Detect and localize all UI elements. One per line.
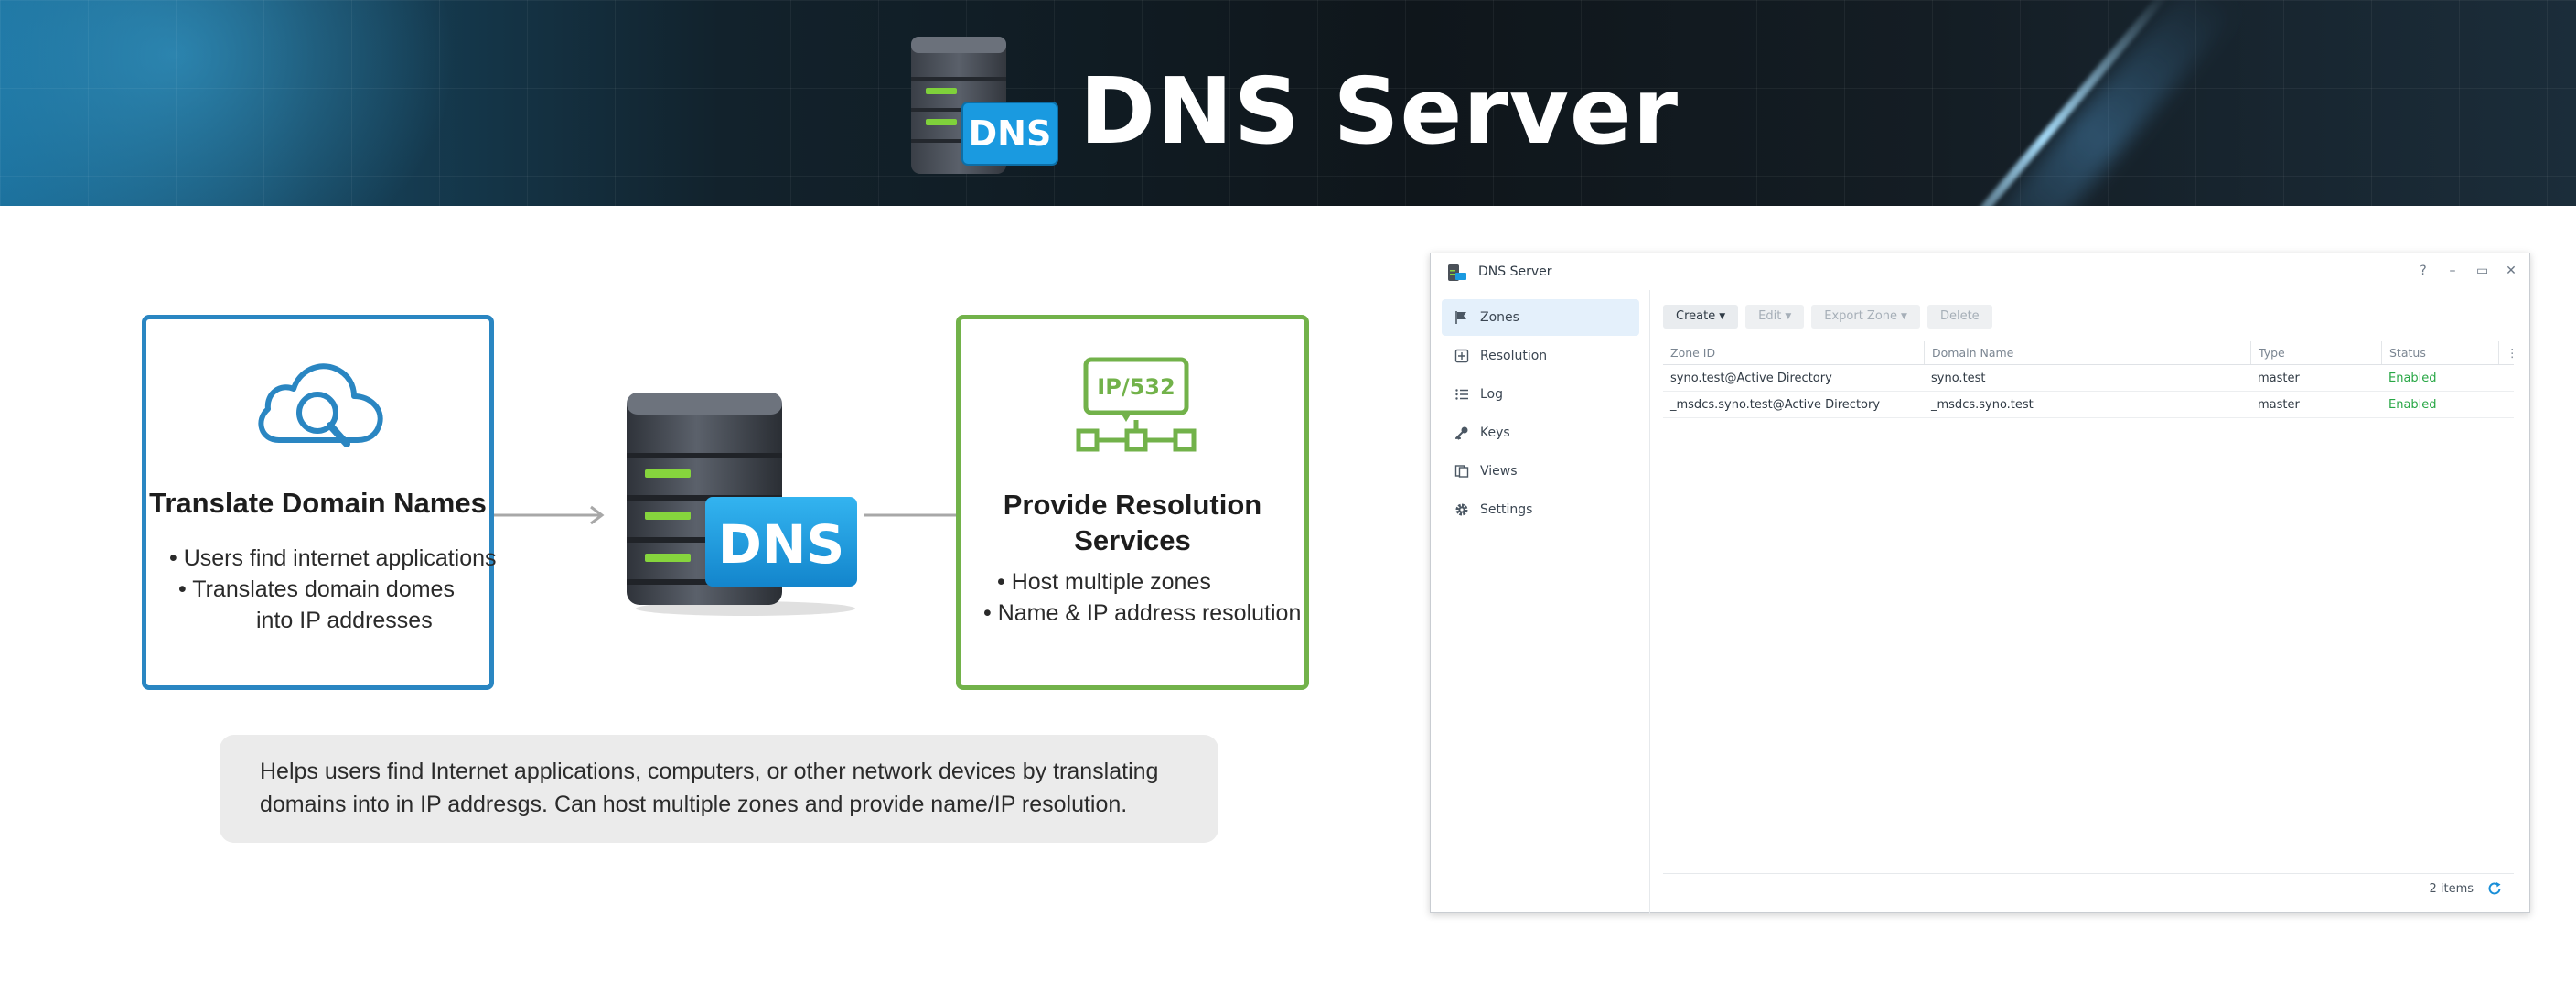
views-icon bbox=[1454, 464, 1469, 479]
column-header-domain-name[interactable]: Domain Name bbox=[1924, 341, 2250, 364]
gear-icon bbox=[1454, 502, 1469, 517]
sidebar-item-label: Zones bbox=[1480, 310, 1519, 325]
header-banner: DNS DNS Server bbox=[0, 0, 2576, 206]
translate-bullets: • Users find internet applications • Tra… bbox=[165, 543, 497, 636]
banner-logo-badge: DNS bbox=[969, 113, 1052, 154]
column-header-zone-id[interactable]: Zone ID bbox=[1670, 346, 1716, 360]
minimize-button[interactable]: – bbox=[2449, 264, 2456, 278]
sidebar-item-zones[interactable]: Zones bbox=[1442, 299, 1639, 336]
arrow-right-icon bbox=[494, 505, 605, 525]
bullet-item-continuation: into IP addresses bbox=[256, 608, 433, 633]
delete-button[interactable]: Delete bbox=[1927, 305, 1992, 329]
bullet-item: • Users find internet applications bbox=[169, 545, 497, 571]
table-footer: 2 items bbox=[1663, 873, 2514, 904]
connector-line bbox=[864, 513, 956, 517]
table-header: Zone ID Domain Name Type Status ⋮ bbox=[1663, 341, 2514, 365]
sidebar-item-views[interactable]: Views bbox=[1442, 453, 1639, 490]
zones-table: Zone ID Domain Name Type Status ⋮ syno.t… bbox=[1663, 341, 2514, 418]
sidebar-item-label: Settings bbox=[1480, 502, 1533, 517]
provide-resolution-services-card: IP/532 Provide Resolution Services • Hos… bbox=[956, 315, 1309, 690]
zone-id-cell: _msdcs.syno.test@Active Directory bbox=[1670, 397, 1881, 412]
sidebar-item-resolution[interactable]: Resolution bbox=[1442, 338, 1639, 374]
dns-server-window: DNS Server ? – ▭ ✕ Zones Resolution Log bbox=[1430, 253, 2530, 914]
zone-id-cell: syno.test@Active Directory bbox=[1670, 371, 1832, 385]
export-zone-button-label: Export Zone bbox=[1824, 309, 1898, 323]
chevron-down-icon: ▼ bbox=[1901, 312, 1907, 321]
edit-button[interactable]: Edit ▼ bbox=[1745, 305, 1805, 329]
domain-name-cell: _msdcs.syno.test bbox=[1931, 397, 2034, 412]
resolution-bullets: • Host multiple zones • Name & IP addres… bbox=[979, 566, 1302, 629]
translate-domain-names-card: Translate Domain Names • Users find inte… bbox=[142, 315, 497, 690]
type-cell: master bbox=[2258, 371, 2300, 385]
chevron-down-icon: ▼ bbox=[1719, 312, 1726, 321]
banner-grid bbox=[0, 0, 2576, 206]
restore-button[interactable]: ▭ bbox=[2476, 264, 2489, 278]
description-caption: Helps users find Internet applications, … bbox=[220, 735, 1218, 843]
bullet-item: • Name & IP address resolution bbox=[983, 600, 1302, 626]
delete-button-label: Delete bbox=[1939, 309, 1980, 323]
server-dns-icon: DNS bbox=[911, 37, 1058, 174]
table-row[interactable]: _msdcs.syno.test@Active Directory _msdcs… bbox=[1663, 392, 2514, 418]
item-count: 2 items bbox=[2429, 882, 2474, 896]
banner-glow bbox=[0, 0, 457, 206]
window-titlebar[interactable]: DNS Server ? – ▭ ✕ bbox=[1431, 253, 2529, 290]
bullet-item: • Host multiple zones bbox=[997, 569, 1211, 595]
window-title: DNS Server bbox=[1478, 264, 1552, 279]
key-icon bbox=[1454, 426, 1469, 440]
sidebar-item-log[interactable]: Log bbox=[1442, 376, 1639, 413]
help-button[interactable]: ? bbox=[2420, 264, 2427, 278]
domain-name-cell: syno.test bbox=[1931, 371, 1986, 385]
chevron-down-icon: ▼ bbox=[1785, 312, 1792, 321]
create-button[interactable]: Create ▼ bbox=[1663, 305, 1739, 329]
sidebar-item-settings[interactable]: Settings bbox=[1442, 491, 1639, 528]
sidebar-item-label: Log bbox=[1480, 387, 1504, 402]
refresh-icon[interactable] bbox=[2486, 880, 2503, 897]
sidebar-item-keys[interactable]: Keys bbox=[1442, 415, 1639, 451]
sidebar-item-label: Views bbox=[1480, 464, 1518, 479]
status-badge: Enabled bbox=[2388, 397, 2437, 412]
ip-network-icon: IP/532 bbox=[1076, 357, 1197, 452]
table-row[interactable]: syno.test@Active Directory syno.test mas… bbox=[1663, 365, 2514, 392]
provide-resolution-services-title: Provide Resolution Services bbox=[1003, 489, 1262, 556]
column-header-status[interactable]: Status bbox=[2381, 341, 2498, 364]
sidebar-item-label: Keys bbox=[1480, 426, 1510, 440]
cloud-search-icon bbox=[258, 363, 383, 447]
column-header-type[interactable]: Type bbox=[2250, 341, 2381, 364]
bullet-item: • Translates domain domes bbox=[178, 576, 455, 602]
dns-server-app-icon bbox=[1448, 264, 1466, 281]
page-title: DNS Server bbox=[1079, 58, 1680, 165]
flag-icon bbox=[1454, 310, 1469, 325]
close-button[interactable]: ✕ bbox=[2506, 264, 2517, 278]
window-controls: ? – ▭ ✕ bbox=[2418, 263, 2517, 279]
create-button-label: Create bbox=[1676, 309, 1716, 323]
status-badge: Enabled bbox=[2388, 371, 2437, 385]
export-zone-button[interactable]: Export Zone ▼ bbox=[1811, 305, 1920, 329]
dns-badge: DNS bbox=[718, 513, 844, 576]
dns-server-icon: DNS bbox=[627, 393, 857, 616]
sidebar: Zones Resolution Log Keys Views bbox=[1431, 290, 1650, 914]
toolbar: Create ▼ Edit ▼ Export Zone ▼ Delete bbox=[1663, 305, 1992, 329]
edit-button-label: Edit bbox=[1758, 309, 1782, 323]
sidebar-item-label: Resolution bbox=[1480, 349, 1548, 363]
column-menu-icon[interactable]: ⋮ bbox=[2498, 341, 2514, 364]
ip-icon-label: IP/532 bbox=[1097, 374, 1175, 400]
type-cell: master bbox=[2258, 397, 2300, 412]
translate-domain-names-title: Translate Domain Names bbox=[149, 487, 487, 519]
resolution-icon bbox=[1454, 349, 1469, 363]
list-icon bbox=[1454, 387, 1469, 402]
